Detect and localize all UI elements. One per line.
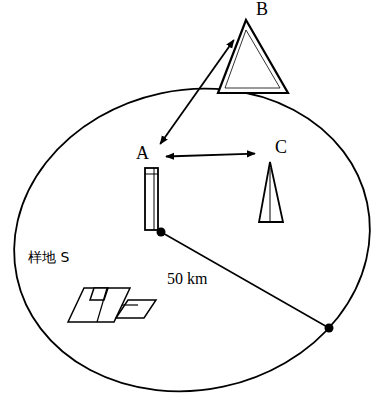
peak-triangle: C bbox=[255, 138, 287, 168]
mountain-triangle: B bbox=[228, 0, 268, 40]
boundary-ellipse bbox=[0, 56, 376, 397]
node-label: B bbox=[228, 0, 268, 20]
radius-line bbox=[161, 232, 329, 328]
edge-dot bbox=[325, 324, 334, 333]
node-label: 样地 S bbox=[28, 250, 163, 265]
distance-label: 50 km bbox=[165, 270, 209, 288]
node-label: C bbox=[255, 138, 287, 158]
tower-building: A bbox=[136, 144, 166, 170]
node-label: A bbox=[136, 144, 166, 164]
double-arrow bbox=[166, 154, 255, 157]
sample-plot: 样地 S bbox=[28, 250, 163, 335]
